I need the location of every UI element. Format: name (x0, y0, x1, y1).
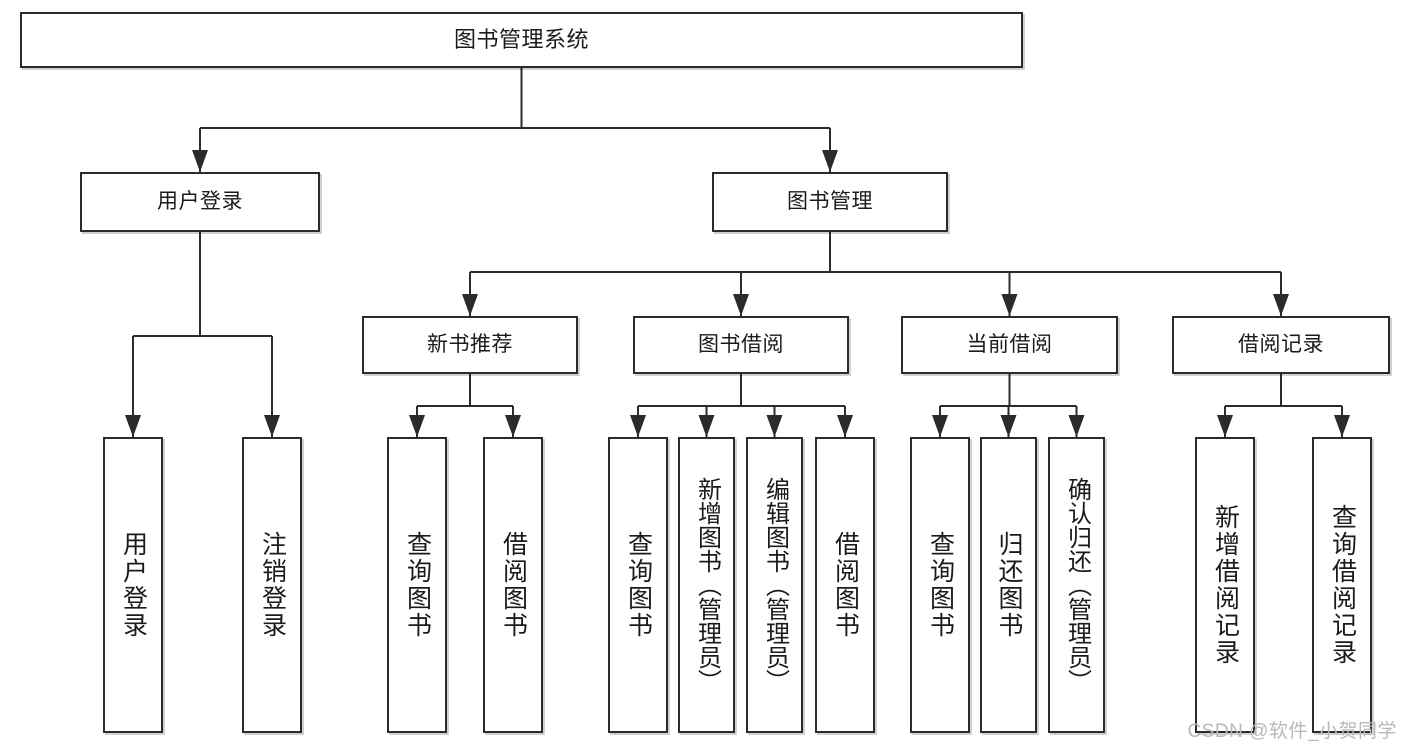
watermark-text: CSDN @软件_小贺同学 (1187, 721, 1397, 742)
arrowhead-leaf_bb_edit (766, 415, 783, 437)
node-label-borrow_record: 借阅记录 (1238, 332, 1324, 356)
node-leaf_rec_borrow[interactable]: 借阅图书 (483, 437, 543, 733)
node-label-leaf_bb_add: 新增图书（管理员） (693, 477, 721, 693)
arrowhead-leaf_bb_borrow (837, 415, 853, 437)
node-label-leaf_br_add: 新增借阅记录 (1211, 504, 1240, 666)
node-label-leaf_bb_query: 查询图书 (624, 531, 653, 639)
node-label-current_borrow: 当前借阅 (966, 332, 1053, 356)
node-user_login[interactable]: 用户登录 (80, 172, 320, 232)
node-leaf_cb_confirm[interactable]: 确认归还（管理员） (1048, 437, 1105, 733)
node-leaf_user_login[interactable]: 用户登录 (103, 437, 163, 733)
node-label-book_borrow: 图书借阅 (698, 332, 784, 356)
node-label-new_book_rec: 新书推荐 (427, 332, 513, 356)
node-label-user_login: 用户登录 (157, 189, 243, 213)
node-label-leaf_bb_edit: 编辑图书（管理员） (761, 477, 789, 693)
arrowhead-leaf_br_query (1334, 415, 1350, 437)
node-label-leaf_logout: 注销登录 (258, 531, 287, 639)
arrowhead-user_login (192, 150, 208, 172)
arrowhead-current_borrow (1001, 294, 1018, 316)
arrowhead-leaf_logout (264, 415, 280, 437)
arrowhead-borrow_record (1273, 294, 1289, 316)
node-leaf_logout[interactable]: 注销登录 (242, 437, 302, 733)
node-leaf_cb_return[interactable]: 归还图书 (980, 437, 1037, 733)
arrowhead-leaf_bb_query (630, 415, 646, 437)
arrowhead-leaf_user_login (125, 415, 141, 437)
node-label-book_manage: 图书管理 (787, 189, 873, 213)
node-label-leaf_br_query: 查询借阅记录 (1328, 504, 1357, 666)
node-label-leaf_bb_borrow: 借阅图书 (831, 531, 860, 639)
node-leaf_bb_add[interactable]: 新增图书（管理员） (678, 437, 735, 733)
node-label-leaf_cb_confirm: 确认归还（管理员） (1063, 477, 1091, 693)
node-label-root: 图书管理系统 (453, 27, 589, 53)
node-label-leaf_cb_query: 查询图书 (926, 531, 955, 639)
node-borrow_record[interactable]: 借阅记录 (1172, 316, 1390, 374)
node-book_borrow[interactable]: 图书借阅 (633, 316, 849, 374)
node-book_manage[interactable]: 图书管理 (712, 172, 948, 232)
node-current_borrow[interactable]: 当前借阅 (901, 316, 1118, 374)
node-label-leaf_rec_borrow: 借阅图书 (499, 531, 528, 639)
arrowhead-leaf_cb_query (932, 415, 948, 437)
arrowhead-leaf_rec_query (409, 415, 425, 437)
arrowhead-book_manage (822, 150, 838, 172)
node-leaf_rec_query[interactable]: 查询图书 (387, 437, 447, 733)
node-leaf_br_query[interactable]: 查询借阅记录 (1312, 437, 1372, 733)
node-label-leaf_cb_return: 归还图书 (995, 531, 1023, 639)
node-label-leaf_rec_query: 查询图书 (403, 531, 432, 639)
node-leaf_cb_query[interactable]: 查询图书 (910, 437, 970, 733)
node-root[interactable]: 图书管理系统 (20, 12, 1023, 68)
arrowhead-leaf_br_add (1217, 415, 1233, 437)
node-leaf_bb_edit[interactable]: 编辑图书（管理员） (746, 437, 803, 733)
arrowhead-leaf_bb_add (698, 415, 715, 437)
arrowhead-book_borrow (733, 294, 749, 316)
node-leaf_br_add[interactable]: 新增借阅记录 (1195, 437, 1255, 733)
arrowhead-new_book_rec (462, 294, 478, 316)
node-new_book_rec[interactable]: 新书推荐 (362, 316, 578, 374)
arrowhead-leaf_rec_borrow (505, 415, 521, 437)
node-label-leaf_user_login: 用户登录 (119, 531, 148, 639)
arrowhead-leaf_cb_confirm (1068, 415, 1085, 437)
arrowhead-leaf_cb_return (1000, 415, 1017, 437)
node-leaf_bb_borrow[interactable]: 借阅图书 (815, 437, 875, 733)
node-leaf_bb_query[interactable]: 查询图书 (608, 437, 668, 733)
